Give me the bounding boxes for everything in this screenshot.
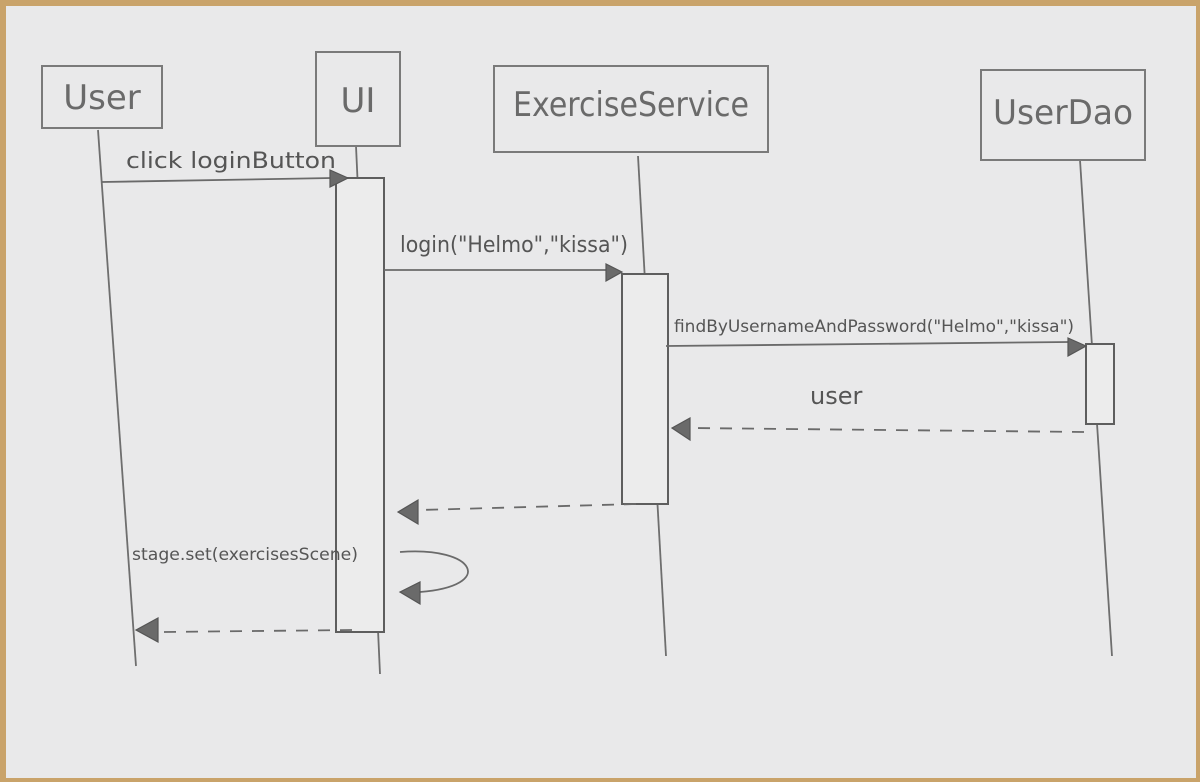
arrowhead bbox=[398, 581, 421, 606]
activation-userdao bbox=[1085, 343, 1115, 425]
activation-ui bbox=[335, 177, 385, 633]
return-user-label: user bbox=[810, 382, 862, 410]
return-user-final-arrow bbox=[161, 629, 353, 633]
return-ui-arrow bbox=[419, 503, 637, 511]
participant-userdao: UserDao bbox=[980, 69, 1146, 161]
arrowhead bbox=[605, 263, 624, 283]
message-click-login-arrow bbox=[101, 177, 333, 183]
activation-exerciseservice bbox=[621, 273, 669, 505]
participant-ui-label: UI bbox=[341, 81, 376, 121]
participant-user: User bbox=[41, 65, 163, 129]
lifeline-user bbox=[97, 129, 137, 667]
sequence-diagram: User UI ExerciseService UserDao click lo… bbox=[41, 51, 1146, 675]
message-self-stage-loop bbox=[399, 550, 469, 593]
participant-ui: UI bbox=[315, 51, 401, 147]
message-login-label: login("Helmo","kissa") bbox=[400, 233, 628, 258]
message-find-user-label: findByUsernameAndPassword("Helmo","kissa… bbox=[674, 317, 1074, 337]
participant-user-label: User bbox=[63, 78, 141, 118]
participant-userdao-label: UserDao bbox=[993, 93, 1133, 133]
message-find-user-arrow bbox=[665, 341, 1071, 347]
arrowhead bbox=[670, 416, 691, 442]
message-self-stage-label: stage.set(exercisesScene) bbox=[132, 545, 358, 565]
participant-exerciseservice: ExerciseService bbox=[493, 65, 769, 153]
participant-exerciseservice-label: ExerciseService bbox=[513, 85, 749, 125]
return-user-arrow bbox=[689, 427, 1085, 433]
arrowhead bbox=[1067, 337, 1088, 358]
arrowhead bbox=[396, 498, 419, 526]
arrowhead bbox=[134, 616, 159, 644]
arrowhead bbox=[329, 169, 350, 188]
paper-sheet: User UI ExerciseService UserDao click lo… bbox=[6, 6, 1196, 778]
message-click-login-label: click loginButton bbox=[126, 149, 336, 174]
